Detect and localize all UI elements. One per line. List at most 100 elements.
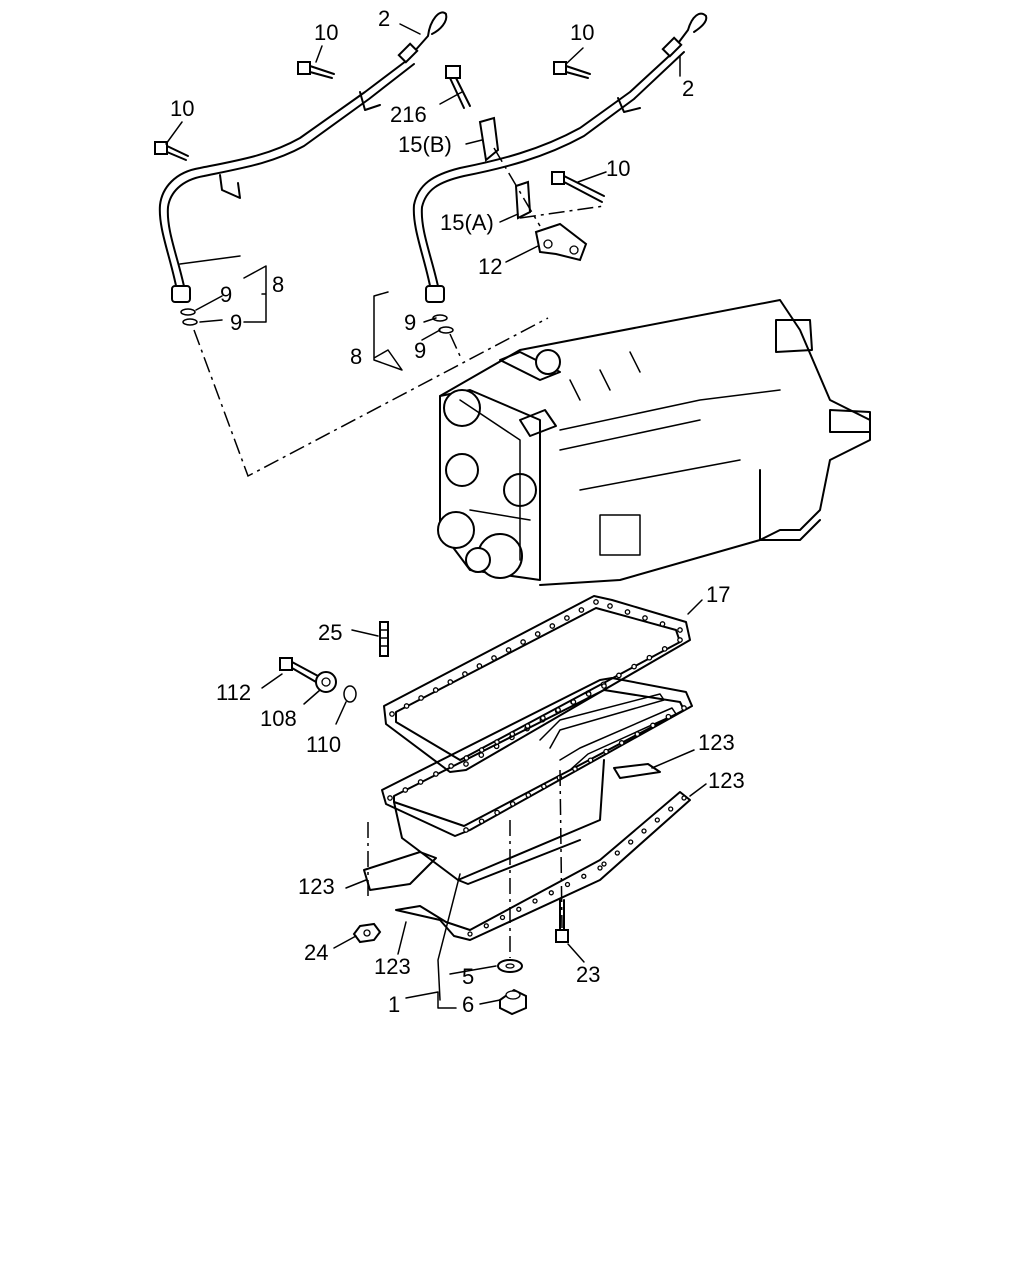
dipstick-guide-tube-right	[412, 45, 685, 303]
bolt-hole	[476, 663, 483, 669]
adapter-108-icon	[315, 671, 337, 693]
callout-123-bottom: 123	[374, 954, 411, 979]
bolt-hole	[654, 817, 660, 823]
bolt-hole	[650, 722, 656, 729]
bolt-hole	[402, 787, 409, 793]
bolt-23-icon	[555, 899, 569, 943]
callout-15b: 15(B)	[398, 132, 452, 157]
bolt-hole	[403, 703, 410, 709]
bolt-hole	[614, 850, 620, 856]
bolt-hole	[631, 663, 637, 670]
bolt-hole	[389, 711, 395, 717]
bolt-hole	[665, 713, 672, 720]
callout-15a: 15(A)	[440, 210, 494, 235]
callout-110: 110	[306, 732, 341, 757]
bolt-hole	[418, 695, 424, 701]
engine-block	[437, 299, 871, 586]
bolt-hole	[463, 761, 469, 767]
bracket-15a	[514, 180, 532, 220]
bolt-hole	[417, 779, 424, 785]
bolt-hole	[677, 627, 683, 633]
assembly-line-bracket	[493, 147, 605, 227]
bolt-hole	[516, 906, 522, 912]
callout-8-left: 8	[272, 272, 284, 297]
bolt-hole	[618, 740, 625, 746]
bolt-hole	[483, 923, 489, 929]
callout-10-mid-right: 10	[606, 156, 630, 181]
callout-2-right: 2	[682, 76, 694, 101]
bolt-hole	[509, 801, 516, 807]
callout-123-upper-right: 123	[698, 730, 735, 755]
oil-pan-gasket-17	[383, 595, 691, 773]
bolt-hole	[494, 809, 500, 816]
bolt-hole	[387, 795, 393, 801]
o-rings-left	[180, 308, 198, 326]
callout-25: 25	[318, 620, 342, 645]
bolt-hole	[601, 683, 607, 689]
assembly-line-right	[449, 333, 461, 357]
callout-9-left-upper: 9	[220, 282, 232, 307]
callout-10-far-left: 10	[170, 96, 194, 121]
bolt-hole	[494, 739, 500, 745]
callout-123-right: 123	[708, 768, 745, 793]
bolt-hole	[597, 865, 603, 871]
bolt-hole	[642, 615, 648, 621]
bolt-hole	[607, 603, 613, 609]
bolt-hole	[463, 755, 470, 761]
callout-9-right-lower: 9	[414, 338, 426, 363]
bolt-hole	[616, 672, 622, 679]
bolt-hole	[661, 646, 668, 652]
drain-plug-6-icon	[499, 988, 527, 1016]
dipstick-right	[661, 12, 708, 58]
bolt-hole	[593, 599, 599, 605]
bolt-112-icon	[279, 657, 319, 683]
bolt-hole	[668, 806, 674, 812]
lower-gaskets-123	[363, 763, 691, 941]
bolt-hole	[603, 748, 609, 755]
bolt-hole	[549, 623, 556, 629]
callout-10-top-left: 10	[314, 20, 338, 45]
assembly-line-left	[193, 317, 549, 478]
clamp-12	[534, 222, 588, 262]
callout-24: 24	[304, 940, 328, 965]
bolt-hole	[499, 914, 506, 921]
bolt-216-icon	[445, 65, 471, 109]
assembly-line-pan-bolt	[559, 769, 563, 929]
dipstick-left	[397, 11, 448, 64]
bolt-hole	[532, 898, 538, 904]
bolt-hole	[520, 639, 526, 645]
bolt-hole	[677, 637, 683, 643]
bolt-hole	[634, 731, 641, 737]
callout-2-left: 2	[378, 6, 390, 31]
bolt-hole	[548, 890, 554, 896]
callout-112: 112	[216, 680, 251, 705]
bolt-hole	[525, 792, 532, 798]
bolt-hole	[491, 655, 497, 661]
oil-pan-1	[381, 677, 693, 885]
bolt-hole	[641, 828, 647, 834]
leader-lines	[165, 23, 707, 1009]
bolt-hole	[463, 827, 469, 833]
bolt-hole	[447, 679, 454, 685]
callout-216: 216	[390, 102, 427, 127]
callout-6: 6	[462, 992, 474, 1017]
bolt-hole	[505, 647, 512, 653]
callout-8-right: 8	[350, 344, 362, 369]
bolt-hole	[564, 881, 571, 888]
bolt-mid-right-icon	[551, 171, 605, 203]
callout-23: 23	[576, 962, 600, 987]
bolt-top-left-icon	[297, 61, 335, 79]
bolt-hole	[624, 609, 631, 615]
bracket-15b	[478, 116, 500, 162]
callout-123-left: 123	[298, 874, 335, 899]
bolt-hole	[581, 873, 587, 879]
callout-108: 108	[260, 706, 297, 731]
bolt-hole	[681, 795, 687, 801]
bolt-hole	[448, 763, 454, 769]
bolt-hole	[585, 691, 592, 697]
bolt-hole	[572, 766, 578, 772]
bolt-hole	[462, 671, 468, 677]
bolt-hole	[659, 621, 666, 627]
bolt-hole	[534, 631, 541, 637]
